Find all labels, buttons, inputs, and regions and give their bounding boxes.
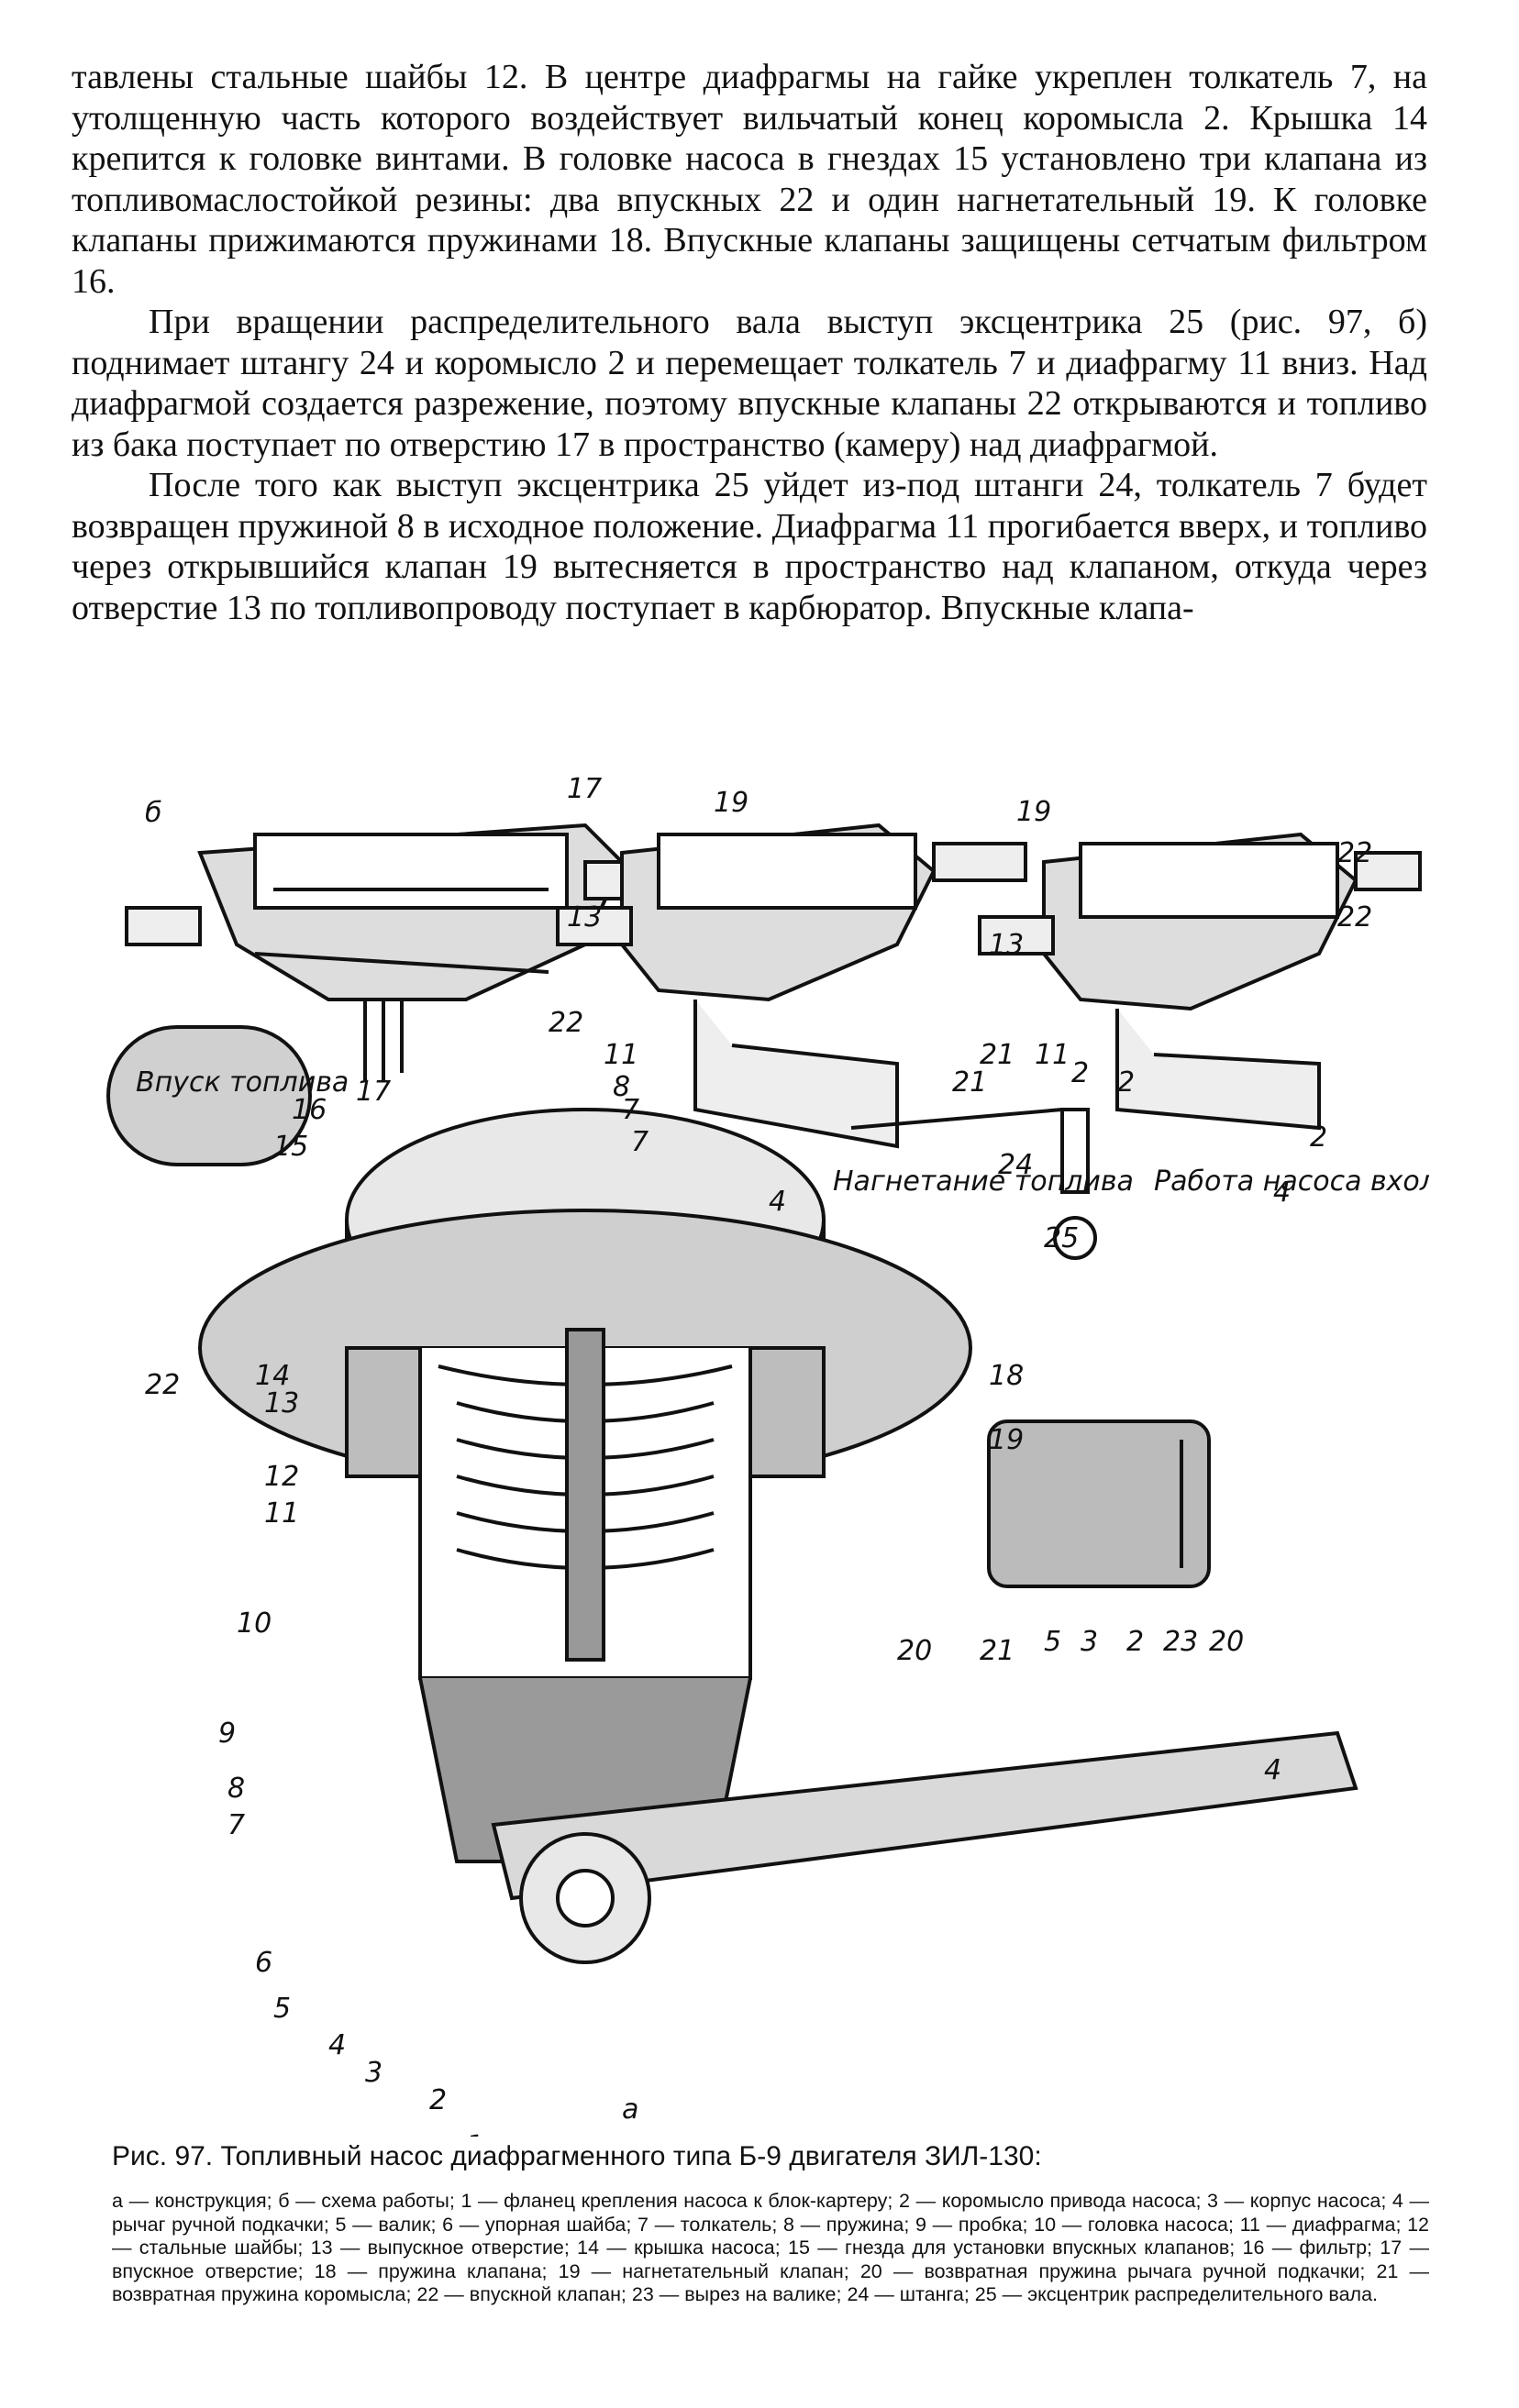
- callout-number: 16: [292, 1094, 327, 1126]
- callout-number: 18: [989, 1360, 1024, 1392]
- callout-number: 4: [328, 2029, 346, 2061]
- callout-number: 20: [1209, 1626, 1244, 1658]
- callout-number: 13: [567, 901, 602, 933]
- intake-label: Впуск топлива: [136, 1066, 349, 1099]
- callout-number: 13: [264, 1387, 299, 1419]
- panel-b-label: б: [145, 797, 162, 829]
- callout-number: 15: [273, 1131, 308, 1163]
- callout-number: 3: [1081, 1626, 1098, 1658]
- diagram-delivery: [556, 823, 1097, 1260]
- callout-number: 13: [989, 929, 1024, 961]
- callout-number: 4: [1264, 1754, 1281, 1786]
- callout-number: 14: [255, 1360, 290, 1392]
- body-text: тавлены стальные шайбы 12. В центре диаф…: [72, 57, 1427, 628]
- callout-number: 10: [237, 1607, 272, 1640]
- fuel-pump-drawing: б а Впуск топлива Нагнетание топлива Раб…: [106, 773, 1429, 2137]
- callout-number: 25: [1044, 1222, 1079, 1254]
- callout-number: 21: [980, 1039, 1015, 1071]
- callout-number: 12: [264, 1461, 299, 1493]
- callout-number: 17: [567, 773, 602, 805]
- callout-number: 23: [1163, 1626, 1198, 1658]
- pump-assembly-a: [106, 1025, 1358, 1964]
- callout-number: 2: [1310, 1121, 1327, 1154]
- callout-number: 22: [1337, 901, 1372, 933]
- callout-number: 21: [980, 1635, 1015, 1667]
- diagram-idle: [978, 832, 1422, 1131]
- callout-number: 4: [769, 1186, 786, 1218]
- callout-number: 22: [1337, 837, 1372, 869]
- callout-number: 7: [622, 1094, 639, 1126]
- callout-number: 7: [227, 1809, 245, 1841]
- callout-number: 21: [952, 1066, 987, 1099]
- callout-number: 4: [1273, 1176, 1291, 1209]
- callout-number: 11: [1035, 1039, 1070, 1071]
- callout-number: 19: [714, 787, 748, 819]
- callout-number: 24: [998, 1149, 1033, 1181]
- callout-number: 3: [365, 2057, 383, 2089]
- callout-number: 5: [1044, 1626, 1061, 1658]
- figure-legend: а — конструкция; б — схема работы; 1 — ф…: [112, 2190, 1429, 2305]
- fuel-pump-figure: б а Впуск топлива Нагнетание топлива Раб…: [72, 761, 1429, 2137]
- callout-number: 2: [1126, 1626, 1144, 1658]
- callout-number: 2: [429, 2084, 447, 2116]
- callout-number: 19: [989, 1424, 1024, 1456]
- callout-number: 19: [1016, 796, 1051, 828]
- callout-number: 6: [255, 1947, 272, 1979]
- figure-caption-title: Рис. 97. Топливный насос диафрагменного …: [112, 2141, 1042, 2171]
- paragraph-1: тавлены стальные шайбы 12. В центре диаф…: [72, 58, 1427, 301]
- callout-number: 8: [613, 1071, 630, 1103]
- idle-label: Работа насоса вхолостую: [1154, 1165, 1429, 1198]
- callout-number: 7: [631, 1126, 649, 1158]
- panel-a-label: а: [622, 2093, 638, 2126]
- callout-number: 11: [264, 1497, 299, 1530]
- diagram-b-intake: [125, 823, 670, 1082]
- callout-number: 2: [1071, 1057, 1089, 1089]
- callout-number: 5: [273, 1993, 291, 2025]
- callout-number: 8: [227, 1773, 245, 1805]
- callout-number: 22: [549, 1007, 583, 1039]
- callout-number: 1: [466, 2130, 483, 2137]
- paragraph-3: После того как выступ эксцентрика 25 уйд…: [72, 466, 1427, 627]
- callout-number: 20: [897, 1635, 932, 1667]
- callout-number: 9: [218, 1718, 236, 1750]
- paragraph-2: При вращении распределительного вала выс…: [72, 303, 1427, 464]
- delivery-label: Нагнетание топлива: [833, 1165, 1134, 1198]
- callout-number: 2: [1117, 1066, 1135, 1099]
- callout-number: 11: [604, 1039, 638, 1071]
- callout-number: 22: [145, 1369, 180, 1401]
- callout-number: 17: [356, 1076, 391, 1108]
